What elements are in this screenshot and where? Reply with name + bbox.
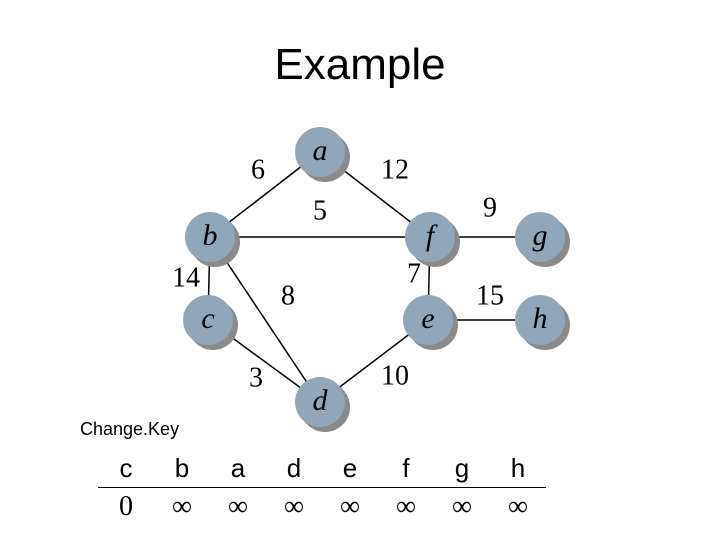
node-d: d [295,377,350,432]
node-e: e [403,295,458,350]
node-b: b [185,212,240,267]
key-value-c: 0 [119,491,133,522]
node-circle [295,377,345,427]
key-value-b: ∞ [172,491,192,522]
node-a: a [295,127,350,182]
key-value-a: ∞ [228,491,248,522]
key-value-d: ∞ [284,491,304,522]
node-label: d [313,384,329,417]
node-label: h [533,302,548,335]
edge-weight-f-g: 9 [483,192,497,223]
key-value-f: ∞ [396,491,416,522]
node-circle [515,212,565,262]
edge-weight-e-d: 10 [381,360,409,391]
key-header-h: h [490,449,546,488]
slide-title: Example [274,40,446,89]
key-value-g: ∞ [452,491,472,522]
node-label: a [313,134,328,167]
key-header-b: b [154,449,210,488]
key-header-a: a [210,449,266,488]
graph-diagram: 6 12 5 14 8 3 9 7 15 10 a b c d e f g h [172,127,570,432]
node-h: h [515,295,570,350]
node-label: b [203,219,218,252]
edge-weight-a-b: 6 [251,154,265,185]
node-circle [185,212,235,262]
key-header-d: d [266,449,322,488]
node-f: f [405,212,460,267]
node-c: c [183,295,238,350]
edge-weight-b-f: 5 [313,195,327,226]
node-g: g [515,212,570,267]
change-key-label: Change.Key [80,419,180,439]
edge-weight-a-f: 12 [381,154,409,185]
edge-weight-b-d: 8 [281,280,295,311]
edge-weight-f-e: 7 [407,258,421,289]
node-label: c [201,302,214,335]
edge-weight-b-c: 14 [172,262,200,293]
node-circle [515,295,565,345]
key-value-e: ∞ [340,491,360,522]
key-header-f: f [378,449,434,488]
node-circle [295,127,345,177]
key-header-e: e [322,449,378,488]
change-key-value-row: 0 ∞ ∞ ∞ ∞ ∞ ∞ ∞ [98,488,546,527]
key-header-c: c [98,449,154,488]
edge-weight-e-h: 15 [476,280,504,311]
key-value-h: ∞ [508,491,528,522]
edge-weight-c-d: 3 [249,362,263,393]
node-circle [183,295,233,345]
key-header-g: g [434,449,490,488]
node-label: g [533,219,548,252]
edge-b-d [209,236,321,403]
node-label: e [421,302,434,335]
node-circle [403,295,453,345]
node-circle [405,212,455,262]
